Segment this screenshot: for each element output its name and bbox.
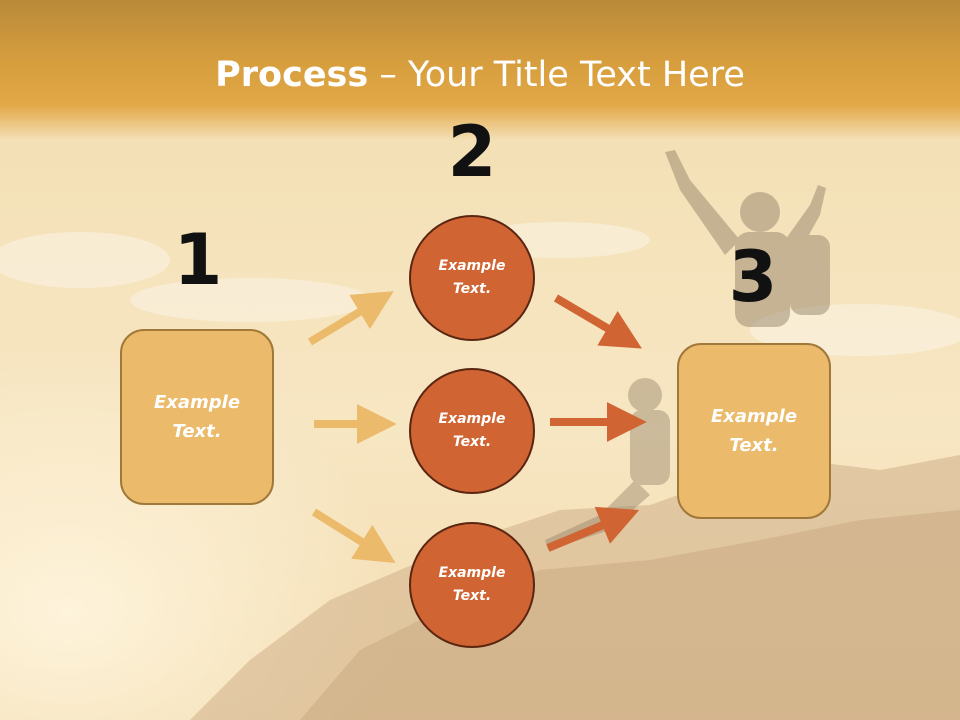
slide-title: Process – Your Title Text Here (0, 52, 960, 98)
step-1-text: Example Text. (153, 392, 241, 442)
step-3-text: Example Text. (710, 406, 798, 456)
title-band (0, 0, 960, 140)
title-bold: Process (215, 55, 369, 95)
step-2-circle-top: Example Text. (409, 215, 535, 341)
circle-bottom-text: Example Text. (438, 565, 506, 604)
step-number-1: 1 (173, 219, 223, 301)
hiker-figure-standing (665, 150, 830, 327)
step-2-circle-bottom: Example Text. (409, 522, 535, 648)
step-2-circle-middle: Example Text. (409, 368, 535, 494)
circle-top-text: Example Text. (438, 258, 506, 297)
step-number-3: 3 (728, 236, 778, 318)
step-3-box: Example Text. (677, 343, 831, 519)
title-rest: – Your Title Text Here (368, 55, 745, 95)
step-number-2: 2 (447, 111, 497, 193)
mountain-shape (190, 455, 960, 720)
circle-middle-text: Example Text. (438, 411, 506, 450)
step-1-box: Example Text. (120, 329, 274, 505)
